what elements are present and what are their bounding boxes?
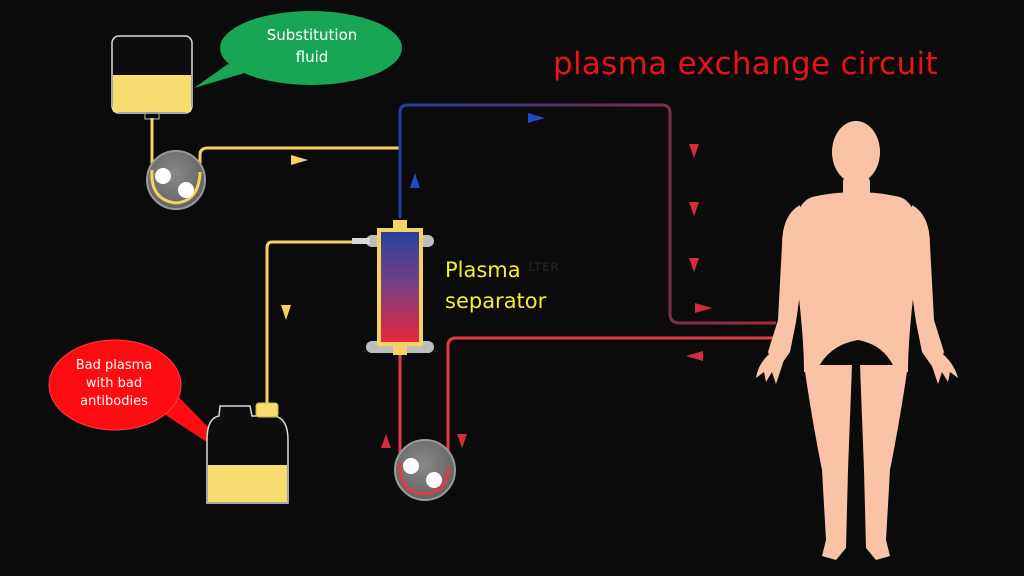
bad-plasma-label-line2: with bad (85, 376, 143, 391)
arrow-down-red-4 (457, 434, 467, 448)
plasma-separator (352, 220, 434, 355)
arrow-up-blue (410, 173, 420, 188)
arrow-right-blue (528, 113, 545, 123)
substitution-label-line2: fluid (295, 48, 329, 66)
substitution-fluid-label: Substitution fluid (232, 24, 392, 68)
separator-label-line2: separator (445, 289, 547, 313)
slide-title: plasma exchange circuit (553, 46, 938, 82)
arrow-down-yellow (281, 305, 291, 320)
arrow-down-red-3 (689, 258, 699, 272)
waste-plasma-container (206, 402, 289, 504)
faint-overlapped-text: LTER (528, 260, 560, 274)
arrow-down-red-1 (689, 144, 699, 158)
separator-label-line1: Plasma (445, 258, 521, 282)
arrow-right-yellow (291, 155, 308, 165)
bad-plasma-label: Bad plasma with bad antibodies (58, 357, 170, 411)
human-body-silhouette (756, 121, 958, 560)
blood-pump (394, 439, 456, 501)
substitution-fluid-bag (111, 35, 193, 120)
bad-plasma-label-line1: Bad plasma (75, 358, 153, 373)
bad-plasma-label-line3: antibodies (80, 394, 148, 409)
substitution-pump (146, 150, 206, 210)
substitution-fluid-bubble (194, 11, 402, 88)
arrow-left-red (686, 351, 703, 361)
arrow-up-red (381, 434, 391, 448)
substitution-label-line1: Substitution (266, 26, 358, 44)
flow-arrows (281, 113, 712, 448)
arrow-right-red (695, 303, 712, 313)
arrow-down-red-2 (689, 202, 699, 216)
plasma-separator-label: Plasma separator (445, 255, 546, 317)
